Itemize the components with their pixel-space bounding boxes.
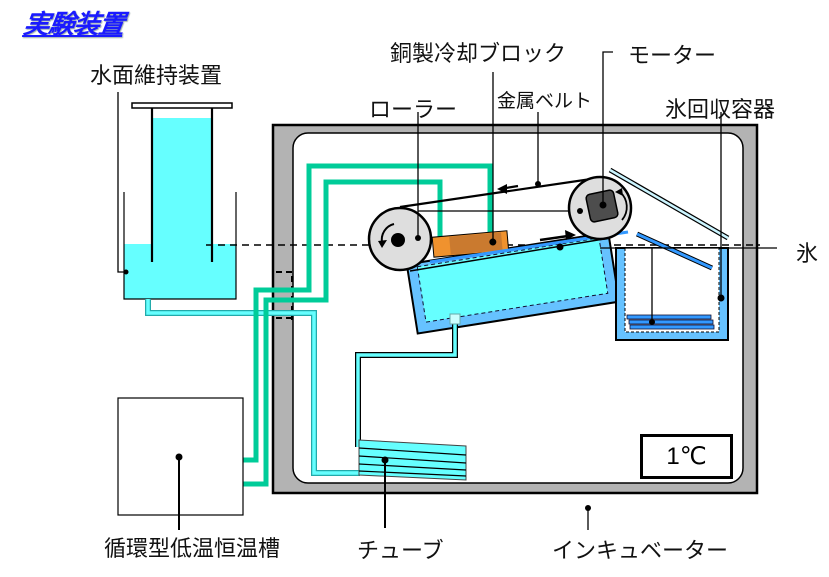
label-metal-belt: 金属ベルト: [497, 90, 593, 112]
label-ice: 氷: [796, 242, 819, 267]
roller: [367, 112, 580, 272]
label-copper-block: 銅製冷却ブロック: [390, 42, 567, 67]
label-incubator: インキュベーター: [552, 539, 729, 564]
copper-cooling-block: [431, 230, 510, 258]
motor: [567, 51, 633, 241]
incubator-temperature: 1℃: [640, 434, 733, 479]
label-tube: チューブ: [357, 539, 444, 564]
coolant-pipes: [243, 163, 493, 487]
circulating-bath: [117, 397, 244, 530]
label-ice-container: 氷回収容器: [665, 98, 776, 123]
label-circulating-bath: 循環型低温恒温槽: [104, 537, 281, 562]
tray-outlet-tube: [355, 313, 461, 447]
tube-coil: [358, 439, 467, 528]
label-water-level-device: 水面維持装置: [90, 64, 223, 89]
label-roller: ローラー: [369, 98, 458, 123]
ice-container: [615, 112, 729, 341]
water-tray: [405, 231, 621, 335]
metal-belt: [399, 112, 611, 272]
label-motor: モーター: [628, 44, 717, 69]
